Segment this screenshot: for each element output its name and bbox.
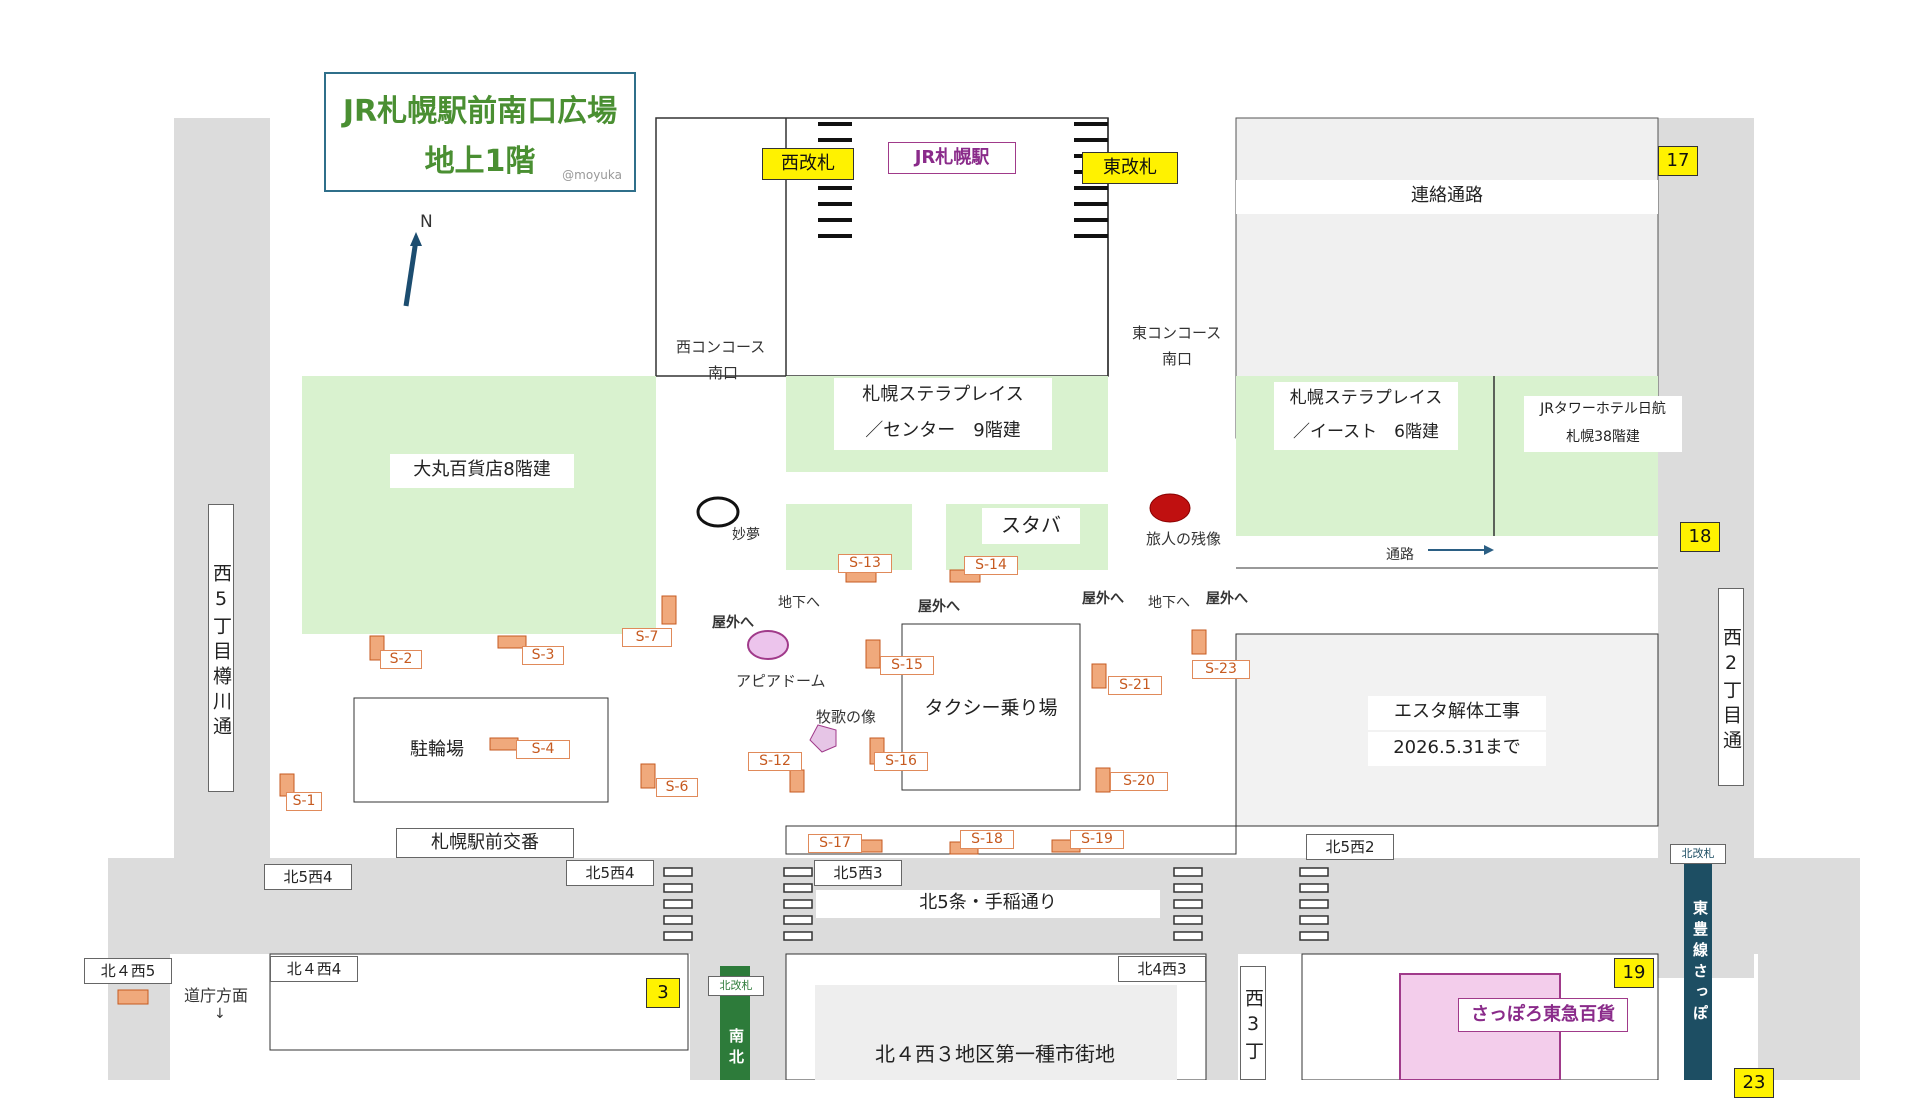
outdoor-1: 屋外へ (712, 615, 754, 631)
jr-station-label: JR札幌駅 (888, 142, 1016, 174)
stop-s19: S-19 (1070, 830, 1124, 849)
bokka-marker (809, 724, 837, 753)
exit-18: 18 (1680, 522, 1720, 552)
west-concourse: 西コンコース (676, 338, 766, 356)
block-k5n3: 北5西3 (814, 860, 902, 886)
stop-s4: S-4 (516, 740, 570, 759)
exit-19: 19 (1614, 958, 1654, 988)
kita5-street: 北5条・手稲通り (816, 890, 1160, 918)
stop-s21: S-21 (1108, 676, 1162, 695)
taxi-label: タクシー乗り場 (912, 692, 1070, 726)
stop-s1: S-1 (286, 792, 322, 811)
stop-s23: S-23 (1192, 660, 1250, 679)
underground-east: 地下へ (1148, 595, 1190, 611)
tabibito-marker (1149, 493, 1191, 523)
exit-23: 23 (1734, 1068, 1774, 1098)
stop-s6: S-6 (656, 778, 698, 797)
north-label: N (420, 212, 433, 232)
stop-s14: S-14 (964, 556, 1018, 575)
outdoor-3: 屋外へ (1082, 591, 1124, 607)
nishi5-street: 西5丁目樽川通 (208, 504, 234, 792)
stellar-east-2: ／イースト 6階建 (1274, 416, 1458, 450)
tokyu-label: さっぽろ東急百貨 (1458, 998, 1628, 1032)
exit-17: 17 (1658, 146, 1698, 176)
stop-s20: S-20 (1110, 772, 1168, 791)
outdoor-4: 屋外へ (1206, 591, 1248, 607)
toho-label: 東豊線さっぽ (1691, 900, 1709, 1026)
map-title: JR札幌駅前南口広場 (342, 94, 618, 129)
stop-s7: S-7 (622, 628, 672, 647)
tabibito-label: 旅人の残像 (1146, 530, 1222, 548)
bokka-label: 牧歌の像 (816, 708, 877, 726)
bicycle-label: 駐輪場 (398, 734, 476, 768)
west-gate: 西改札 (762, 148, 854, 180)
stellar-east-1: 札幌ステラプレイス (1274, 382, 1458, 416)
map-title-box: JR札幌駅前南口広場 地上1階 @moyuka (324, 72, 636, 192)
crosswalks (663, 867, 1329, 941)
block-k4n4: 北４西4 (270, 956, 358, 982)
toho-line (1684, 864, 1712, 1080)
stop-s17: S-17 (808, 834, 862, 853)
west-concourse-south: 南口 (708, 364, 739, 382)
outdoor-2: 屋外へ (918, 599, 960, 615)
block-k4n3: 北4西3 (1118, 956, 1206, 982)
redevelop-area (815, 985, 1177, 1080)
stop-s18: S-18 (960, 830, 1014, 849)
apia-dome-label: アピアドーム (736, 672, 826, 690)
namboku-label: 南北 (727, 1028, 745, 1070)
block-k4n5: 北４西5 (84, 958, 172, 984)
stop-s13: S-13 (838, 554, 892, 573)
block-k5n4-a: 北5西4 (264, 864, 352, 890)
map-subtitle: 地上1階 (424, 144, 536, 179)
north-arrow (403, 239, 419, 307)
block-k5n2: 北5西2 (1306, 834, 1394, 860)
exit-3: 3 (646, 978, 680, 1008)
apia-dome-marker (747, 630, 789, 660)
stellar-center-2: ／センター 9階建 (834, 414, 1052, 450)
renraku-label: 連絡通路 (1236, 180, 1658, 214)
nishi3-street: 西3丁 (1240, 966, 1266, 1080)
police-label: 札幌駅前交番 (396, 828, 574, 858)
starbucks-label: スタバ (982, 508, 1080, 544)
east-concourse-south: 南口 (1162, 350, 1193, 368)
stop-s3: S-3 (522, 646, 564, 665)
docho-label: 道庁方面 (184, 986, 249, 1005)
east-concourse: 東コンコース (1132, 324, 1222, 342)
jr-tower-1: JRタワーホテル日航 (1524, 396, 1682, 424)
docho-arrow: ↓ (214, 1006, 226, 1022)
stellar-center-1: 札幌ステラプレイス (834, 378, 1052, 414)
credit: @moyuka (562, 168, 622, 182)
block-k5n4-b: 北5西4 (566, 860, 654, 886)
stop-s16: S-16 (874, 752, 928, 771)
kita-gate-toho: 北改札 (1670, 844, 1726, 864)
stop-s15: S-15 (880, 656, 934, 675)
esta-site (1235, 633, 1659, 827)
esta-label-2: 2026.5.31まで (1368, 732, 1546, 766)
myomu-marker (696, 496, 740, 528)
stop-s2: S-2 (380, 650, 422, 669)
nishi2-street: 西2丁目通 (1718, 588, 1744, 786)
daimaru-label: 大丸百貨店8階建 (390, 454, 574, 488)
passage-label: 通路 (1386, 547, 1414, 563)
redevelop-label: 北４西３地区第一種市街地 (875, 1042, 1115, 1066)
jr-tower-2: 札幌38階建 (1524, 424, 1682, 452)
esta-label-1: エスタ解体工事 (1368, 696, 1546, 730)
east-gate: 東改札 (1082, 152, 1178, 184)
station-building (655, 117, 1109, 377)
underground-west: 地下へ (778, 595, 820, 611)
stop-s12: S-12 (748, 752, 802, 771)
kita-gate-namboku: 北改札 (708, 976, 764, 996)
myomu-label: 妙夢 (732, 527, 760, 543)
